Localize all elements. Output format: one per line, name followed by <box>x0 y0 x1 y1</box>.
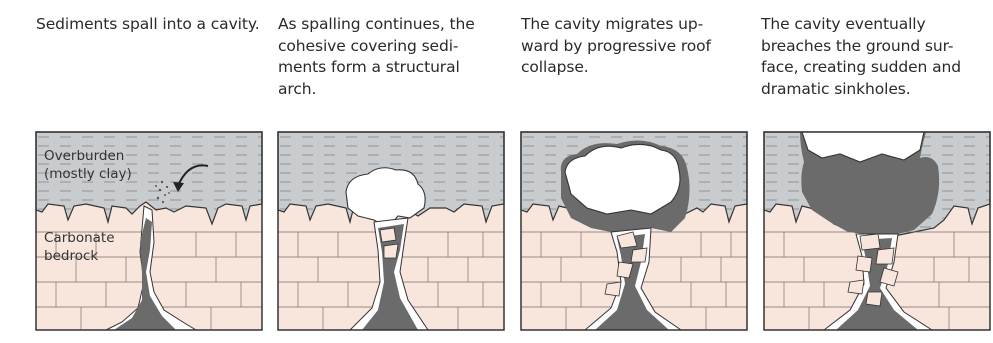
panel-stage-4 <box>764 132 990 330</box>
panel-stage-2 <box>278 132 504 330</box>
sinkhole-opening <box>802 132 924 162</box>
caption-stage-2: As spalling continues, the cohesive cove… <box>278 14 493 100</box>
bedrock-label: Carbonate <box>44 230 115 246</box>
panel-stage-3 <box>521 132 747 330</box>
panel-stage-1: Overburden (mostly clay) Carbonate bedro… <box>36 132 262 330</box>
overburden-label: Overburden <box>44 148 124 164</box>
overburden-sublabel: (mostly clay) <box>44 166 132 182</box>
caption-stage-4: The cavity eventually breaches the groun… <box>761 14 976 100</box>
caption-stage-1: Sediments spall into a cavity. <box>36 14 276 36</box>
caption-stage-3: The cavity migrates up- ward by progress… <box>521 14 736 79</box>
bedrock-sublabel: bedrock <box>44 248 98 264</box>
